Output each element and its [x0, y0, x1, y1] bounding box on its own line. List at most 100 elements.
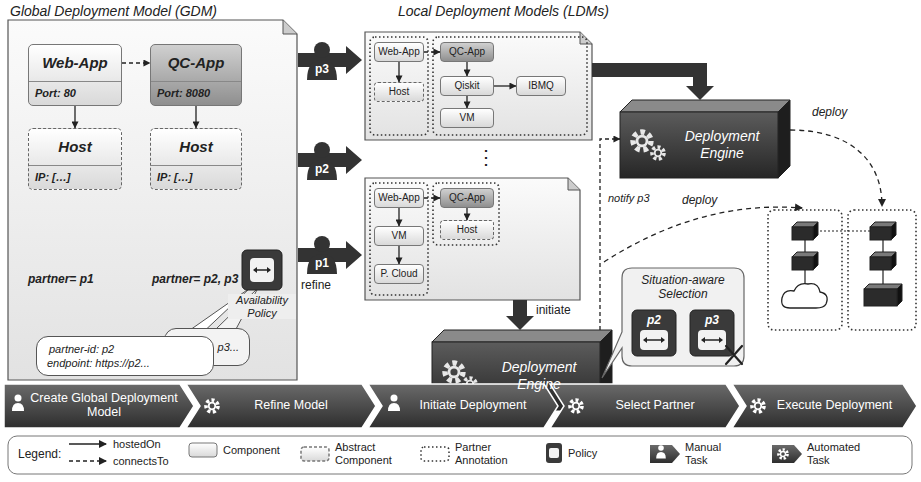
deploy-arrow [604, 207, 802, 262]
node-text: Web-App [29, 45, 121, 81]
arrow-glyph [719, 337, 723, 343]
shape [550, 384, 740, 428]
shape [69, 444, 106, 445]
process-step: Execute Deployment [732, 384, 917, 428]
node-text: Web-App [378, 46, 420, 58]
ldm-frame [365, 32, 592, 140]
connector [424, 197, 440, 198]
gear-icon [779, 449, 788, 458]
gear-icon [206, 400, 218, 412]
component-box: QC-AppPort: 8080 [150, 44, 242, 106]
legend-sample [420, 446, 450, 462]
shape [314, 236, 330, 252]
connector [466, 96, 467, 108]
person-icon: p3 [306, 42, 338, 80]
node-text: p2 [647, 313, 661, 327]
shape [546, 443, 562, 463]
legend-title: Legend: [18, 448, 61, 462]
gear-icon [655, 150, 662, 157]
connector [600, 139, 620, 330]
partner-annotation [370, 183, 428, 295]
connector [494, 85, 516, 86]
shape [602, 268, 744, 378]
node-text: Deployment Engine [670, 128, 774, 162]
edge-label: notify p3 [606, 192, 652, 205]
process-step: Select Partner [550, 384, 740, 428]
node-text: Web-App [378, 192, 420, 204]
legend-item: Manual Task [650, 441, 729, 466]
abstract-component: HostIP: […] [150, 128, 242, 190]
shape [69, 461, 106, 462]
block-arrow-head [686, 86, 714, 100]
legend-text: Manual Task [685, 441, 729, 466]
deployment-link [816, 230, 870, 231]
policy-icon: p3 [690, 310, 734, 356]
node-text: Deployment Engine [482, 359, 596, 393]
deploy-arrow [790, 130, 882, 206]
rejected-mark [726, 346, 742, 364]
shape [620, 112, 778, 178]
shape [4, 384, 194, 428]
component-box: QC-App [440, 42, 494, 62]
component-box: Web-AppPort: 80 [28, 44, 122, 106]
shape [368, 384, 558, 428]
gear-icon [570, 400, 582, 412]
shape [690, 310, 734, 356]
detail-text: endpoint: https://p2... [47, 357, 203, 370]
legend-box [8, 436, 912, 474]
shape [620, 100, 790, 112]
detail-text: Port: 8080 [151, 81, 241, 105]
arrow-glyph [643, 337, 647, 343]
gear-icon [652, 147, 664, 159]
shape [778, 100, 790, 178]
arrow-glyph [646, 339, 662, 341]
partner-annotation [433, 183, 499, 245]
abstract-component: Host [374, 82, 424, 102]
node-text: Execute Deployment [777, 399, 892, 413]
connector [398, 62, 399, 82]
shape [301, 447, 329, 461]
partner-annotation [370, 37, 428, 135]
node-text: Create Global Deployment Model [30, 392, 178, 420]
section-title: Local Deployment Models (LDMs) [398, 3, 609, 19]
node-text: partner= p1 [26, 272, 96, 288]
deployed-component [792, 227, 813, 240]
node-text: VM [392, 230, 407, 242]
node-text: p2 [315, 163, 329, 177]
connector [74, 106, 75, 128]
flow-label: refine [301, 279, 331, 293]
connector [398, 246, 399, 264]
legend-sample [545, 442, 563, 464]
node-text: p3 [315, 63, 329, 77]
connector [195, 106, 196, 128]
connector [398, 208, 399, 226]
component-box: IBMQ [516, 76, 566, 96]
shape [698, 330, 726, 350]
person-icon: p1 [306, 236, 338, 274]
legend-item: Partner Annotation [420, 441, 517, 466]
component-box: QC-App [440, 188, 494, 208]
legend-sample [188, 442, 218, 458]
legend-item: Policy [545, 442, 597, 464]
person-icon [391, 395, 398, 402]
component-box: VM [374, 226, 424, 246]
node-text: Qiskit [455, 80, 480, 92]
shape [772, 445, 802, 463]
shape [421, 447, 449, 461]
deployed-component [870, 257, 891, 270]
legend-sample [650, 445, 680, 463]
node-text: partner= p2, p3 [150, 272, 240, 288]
node-text: Availability Policy [228, 294, 296, 319]
person-icon [15, 395, 22, 402]
cloud-icon [782, 284, 827, 308]
shape [242, 250, 282, 290]
person-icon [12, 403, 24, 411]
page-fold [283, 20, 297, 34]
shape [314, 142, 330, 158]
node-text: Host [457, 224, 478, 236]
person-icon: p2 [306, 142, 338, 180]
node-text: partner-id: p2 [47, 342, 203, 357]
gear-icon [209, 403, 216, 410]
node-text: QC-App [449, 192, 485, 204]
ellipsis: ⋮ [476, 146, 496, 169]
